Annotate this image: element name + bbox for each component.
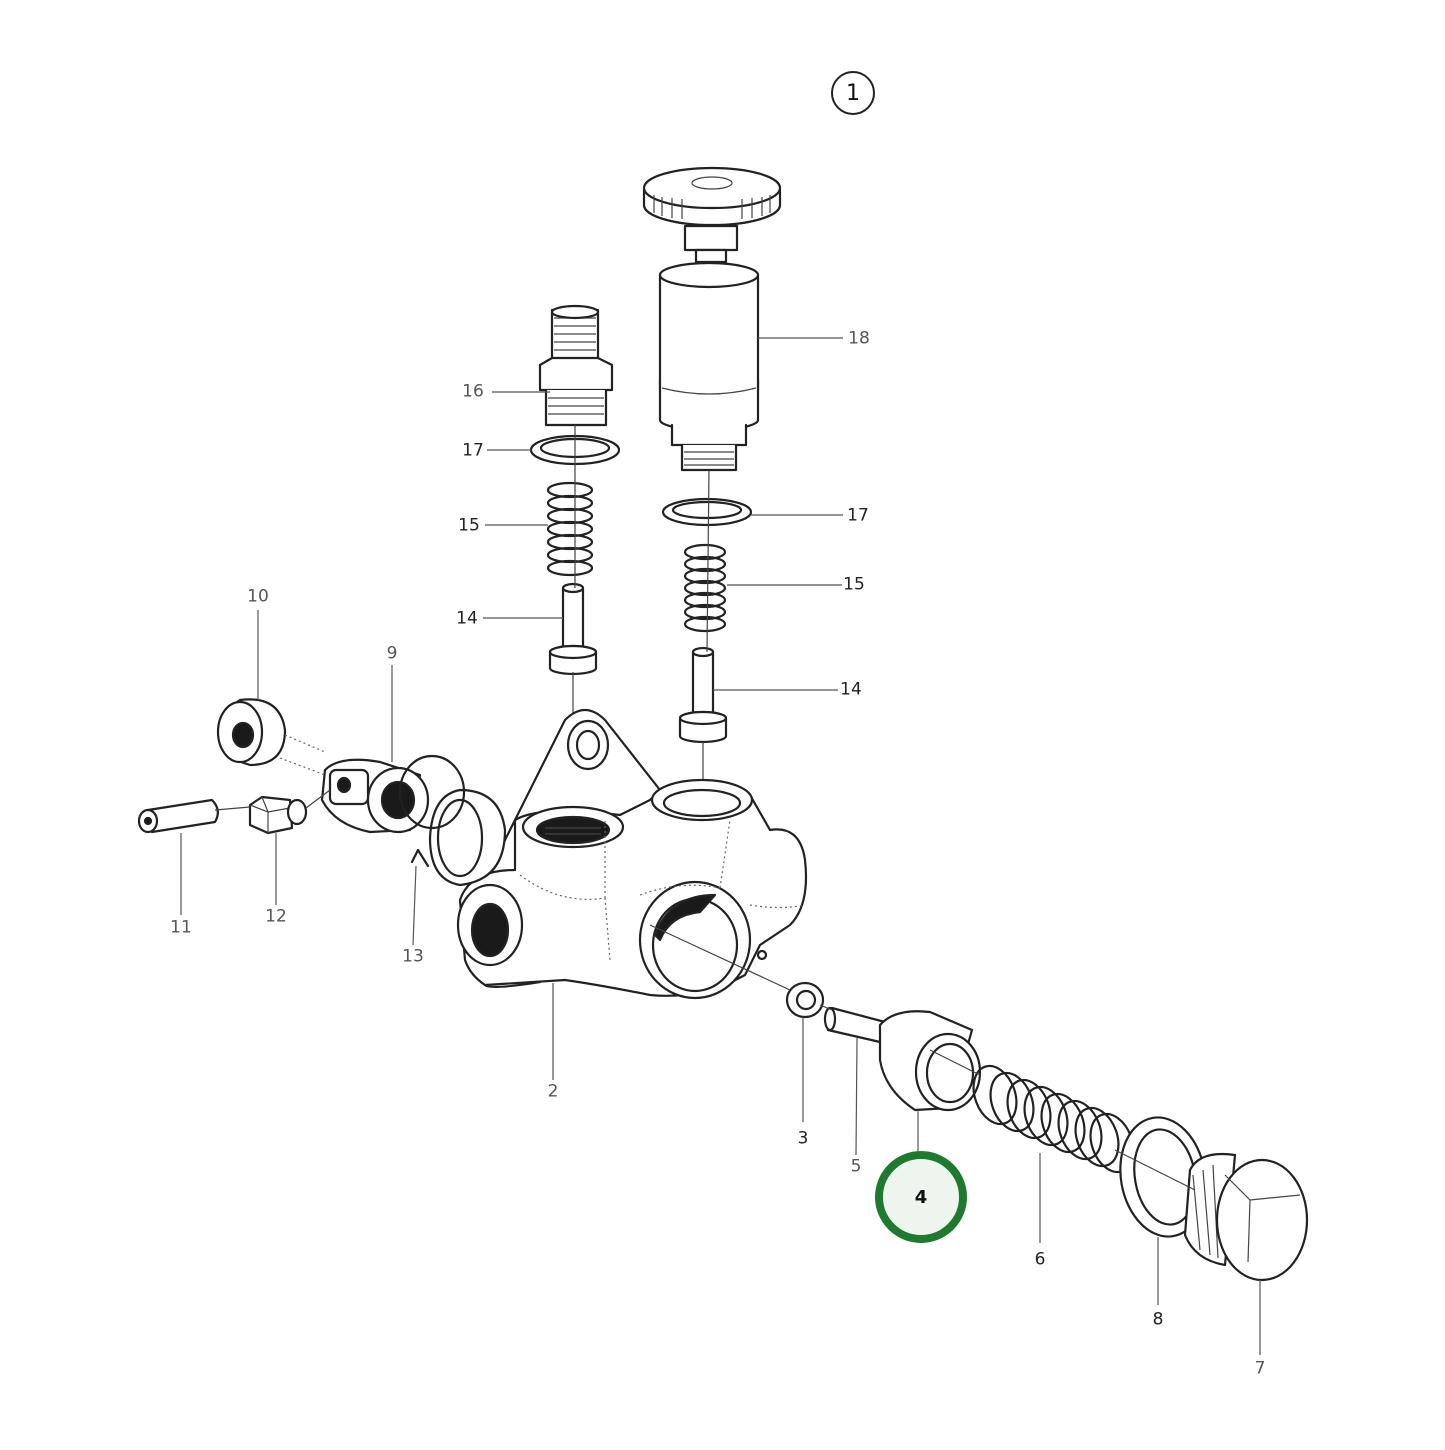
callout-2: 2 (547, 1081, 559, 1102)
callout-15-left: 15 (458, 515, 480, 536)
part-14-valve-plunger-left (548, 582, 598, 676)
part-4-valve-sleeve (878, 1010, 982, 1112)
leader-lines (180, 337, 1261, 1355)
callout-12: 12 (265, 906, 287, 927)
part-3-seal-ring (785, 981, 825, 1019)
callout-18: 18 (848, 328, 870, 349)
part-13-retaining-clip (410, 788, 507, 887)
part-6-compression-spring (972, 1064, 1135, 1174)
callout-4-label: 4 (914, 1186, 928, 1208)
callout-10: 10 (247, 586, 269, 607)
callout-17-right: 17 (847, 505, 869, 526)
part-17-sealing-ring-right (661, 497, 753, 527)
figure-number-badge: 1 (831, 71, 875, 115)
part-16-union-fitting (538, 304, 614, 427)
callout-13: 13 (402, 946, 424, 967)
callout-8: 8 (1152, 1309, 1164, 1330)
part-12-strainer-block (214, 789, 331, 835)
part-15-valve-spring-right (683, 543, 727, 633)
callout-15-right: 15 (843, 574, 865, 595)
callout-7: 7 (1254, 1358, 1266, 1379)
part-2-pump-body (456, 708, 808, 1000)
callout-3: 3 (797, 1128, 809, 1149)
part-5-valve-pin (823, 1006, 887, 1044)
callout-9: 9 (386, 643, 398, 664)
part-9-banjo-fitting (320, 754, 466, 834)
part-11-filter-pin (137, 798, 219, 834)
part-15-valve-spring-left (546, 481, 594, 577)
callout-17-left: 17 (462, 440, 484, 461)
callout-14-left: 14 (456, 608, 478, 629)
highlighted-callout-4[interactable]: 4 (875, 1151, 967, 1243)
part-7-screw-plug (1183, 1152, 1309, 1282)
part-14-valve-plunger-right (678, 646, 728, 744)
callout-14-right: 14 (840, 679, 862, 700)
callout-11: 11 (170, 917, 192, 938)
callout-5: 5 (850, 1156, 862, 1177)
part-18-hand-primer-pump (642, 166, 782, 472)
part-10-cap-nut (216, 698, 326, 776)
callout-16: 16 (462, 381, 484, 402)
callout-6: 6 (1034, 1249, 1046, 1270)
